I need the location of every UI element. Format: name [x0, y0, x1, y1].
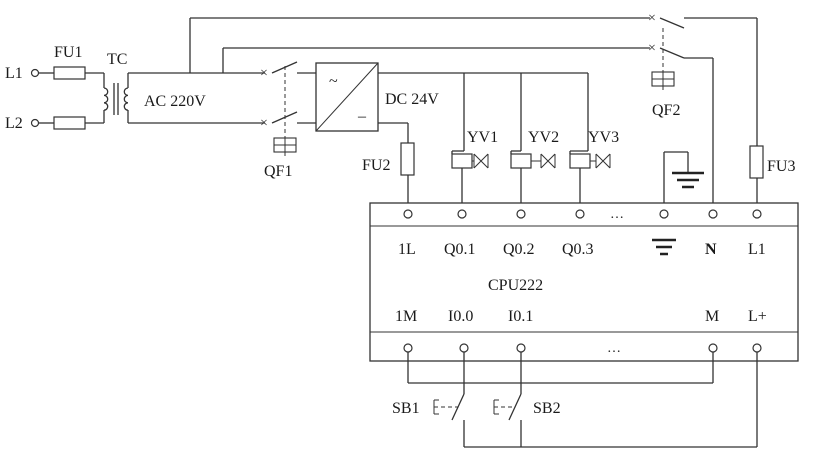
label-l1-input: L1 — [5, 65, 23, 82]
cpu-model-label: CPU222 — [488, 277, 543, 294]
label-i0-0: I0.0 — [448, 308, 473, 325]
secondary-wiring — [128, 17, 650, 124]
valve-yv3: YV3 — [569, 129, 619, 209]
psu-dc-symbol: – — [357, 108, 367, 125]
terminal-l1 — [752, 209, 762, 219]
valve-yv1: YV1 — [451, 129, 498, 209]
terminal-l-plus — [752, 343, 762, 353]
terminal-n — [708, 209, 718, 219]
label-sb2: SB2 — [533, 400, 561, 417]
label-q0-2: Q0.2 — [503, 241, 535, 258]
terminal-q0-3 — [575, 209, 585, 219]
yv1-valve-icon — [473, 153, 489, 169]
yv2-valve-icon — [540, 153, 556, 169]
yv1-coil-icon — [451, 153, 473, 169]
label-fu1: FU1 — [54, 44, 82, 61]
terminal-q0-1 — [457, 209, 467, 219]
top-ellipsis: … — [610, 207, 624, 222]
svg-text:×: × — [648, 41, 656, 56]
label-fu2: FU2 — [362, 157, 390, 174]
input-wiring — [407, 352, 758, 448]
sb2-pushbutton-icon: SB2 — [493, 393, 561, 421]
label-i0-1: I0.1 — [508, 308, 533, 325]
label-m: M — [705, 308, 719, 325]
label-1l: 1L — [398, 241, 416, 258]
label-q0-3: Q0.3 — [562, 241, 594, 258]
fu2-fuse-icon: FU2 — [362, 142, 415, 209]
terminal-1l — [403, 209, 413, 219]
label-yv2: YV2 — [528, 129, 559, 146]
ground-icon — [652, 238, 676, 256]
label-l1: L1 — [748, 241, 766, 258]
terminal-l1-input — [30, 68, 40, 78]
ground-icon — [663, 151, 704, 209]
label-1m: 1M — [395, 308, 417, 325]
input-lines: L1 L2 FU1 — [5, 44, 105, 132]
power-supply: ~ – DC 24V — [315, 62, 589, 151]
qf2-switch-icon: × × QF2 — [648, 11, 758, 209]
terminal-i0-1 — [516, 343, 526, 353]
label-yv3: YV3 — [588, 129, 619, 146]
label-qf2: QF2 — [652, 102, 680, 119]
label-qf1: QF1 — [264, 163, 292, 180]
svg-text:×: × — [260, 116, 268, 131]
qf1-switch-icon: × × QF1 — [260, 61, 316, 180]
psu-ac-symbol: ~ — [329, 73, 338, 90]
yv2-coil-icon — [510, 153, 532, 169]
valve-yv2: YV2 — [510, 129, 559, 209]
label-tc: TC — [107, 51, 127, 68]
terminal-l2-input — [30, 118, 40, 128]
label-ac-220v: AC 220V — [144, 93, 206, 110]
transformer-icon: TC AC 220V — [103, 51, 206, 123]
yv3-coil-icon — [569, 153, 591, 169]
svg-text:×: × — [260, 66, 268, 81]
fu1-fuse-icon — [53, 66, 86, 80]
label-l2-input: L2 — [5, 115, 23, 132]
label-yv1: YV1 — [467, 129, 498, 146]
sb1-pushbutton-icon: SB1 — [392, 393, 465, 421]
label-fu3: FU3 — [767, 158, 795, 175]
terminal-q0-2 — [516, 209, 526, 219]
yv3-valve-icon — [595, 153, 611, 169]
bottom-ellipsis: … — [607, 341, 621, 356]
label-sb1: SB1 — [392, 400, 420, 417]
terminal-i0-0 — [459, 343, 469, 353]
fu1b-fuse-icon — [53, 116, 86, 130]
plc-cpu222: … 1L Q0.1 Q0.2 Q0.3 N L1 CPU222 1M I0.0 … — [369, 202, 799, 362]
terminal-ground — [659, 209, 669, 219]
fu3-fuse-icon: FU3 — [749, 145, 795, 209]
terminal-1m — [403, 343, 413, 353]
svg-text:×: × — [648, 11, 656, 26]
label-q0-1: Q0.1 — [444, 241, 476, 258]
label-n: N — [705, 241, 717, 258]
terminal-m — [708, 343, 718, 353]
label-l-plus: L+ — [748, 308, 767, 325]
label-dc-24v: DC 24V — [385, 91, 439, 108]
